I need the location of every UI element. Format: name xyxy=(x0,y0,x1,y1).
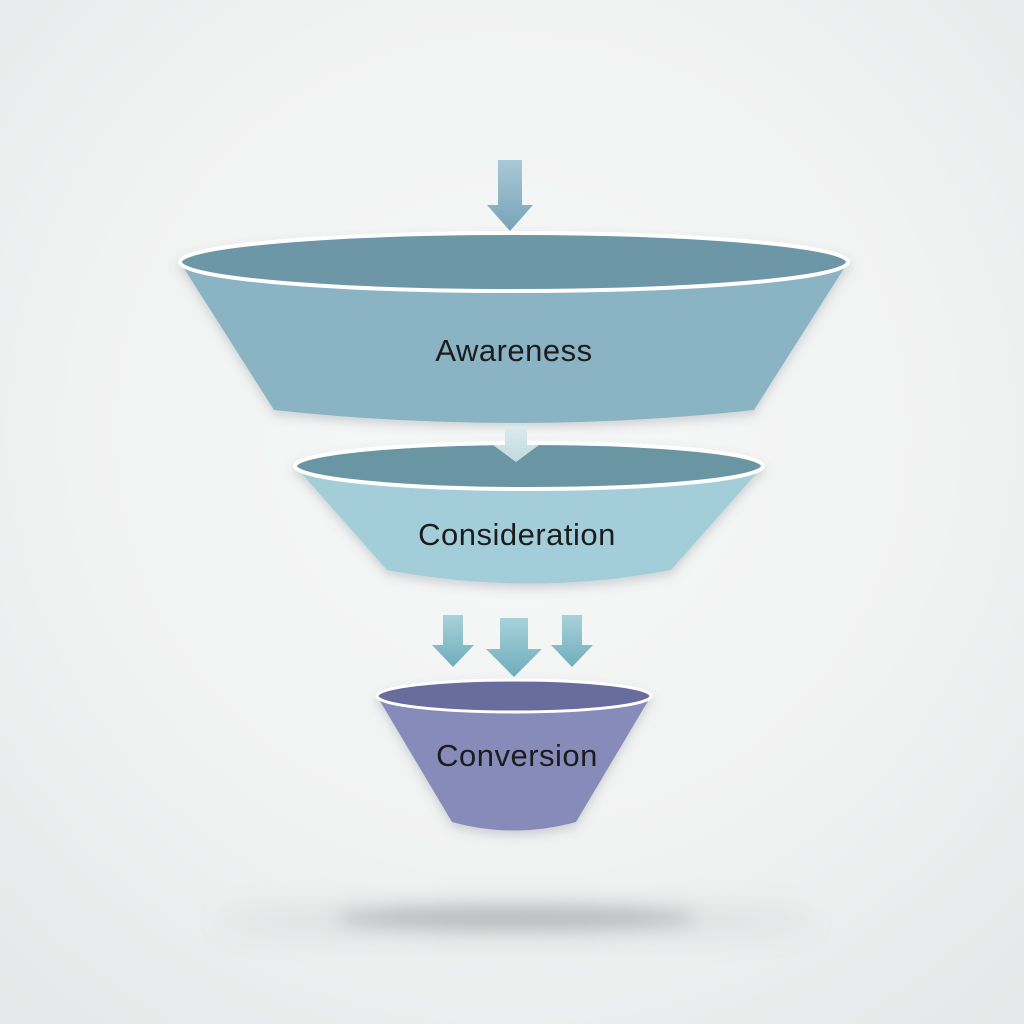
conversion-bowl-opening xyxy=(375,678,653,714)
funnel-stage-conversion: Conversion xyxy=(375,678,653,831)
down-arrow-middle-icon xyxy=(486,618,542,677)
down-arrow-left-icon xyxy=(432,615,474,667)
awareness-bowl-opening xyxy=(178,231,850,293)
consideration-bowl-opening xyxy=(293,441,765,491)
consideration-label: Consideration xyxy=(418,517,616,552)
funnel-stage-awareness: Awareness xyxy=(178,231,850,423)
down-arrow-right-icon xyxy=(551,615,593,667)
conversion-label: Conversion xyxy=(436,738,598,773)
awareness-label: Awareness xyxy=(435,333,592,368)
funnel-stage-consideration: Consideration xyxy=(293,441,765,584)
consideration-bowl-body xyxy=(295,466,763,584)
conversion-bowl-body xyxy=(377,696,651,831)
entry-down-arrow-icon xyxy=(487,160,533,231)
stage1-to-stage2-down-arrow-icon xyxy=(493,426,539,462)
stage2-to-stage3-arrow-group xyxy=(432,615,593,677)
ground-shadow-core xyxy=(336,906,696,930)
awareness-bowl-body xyxy=(180,262,848,423)
